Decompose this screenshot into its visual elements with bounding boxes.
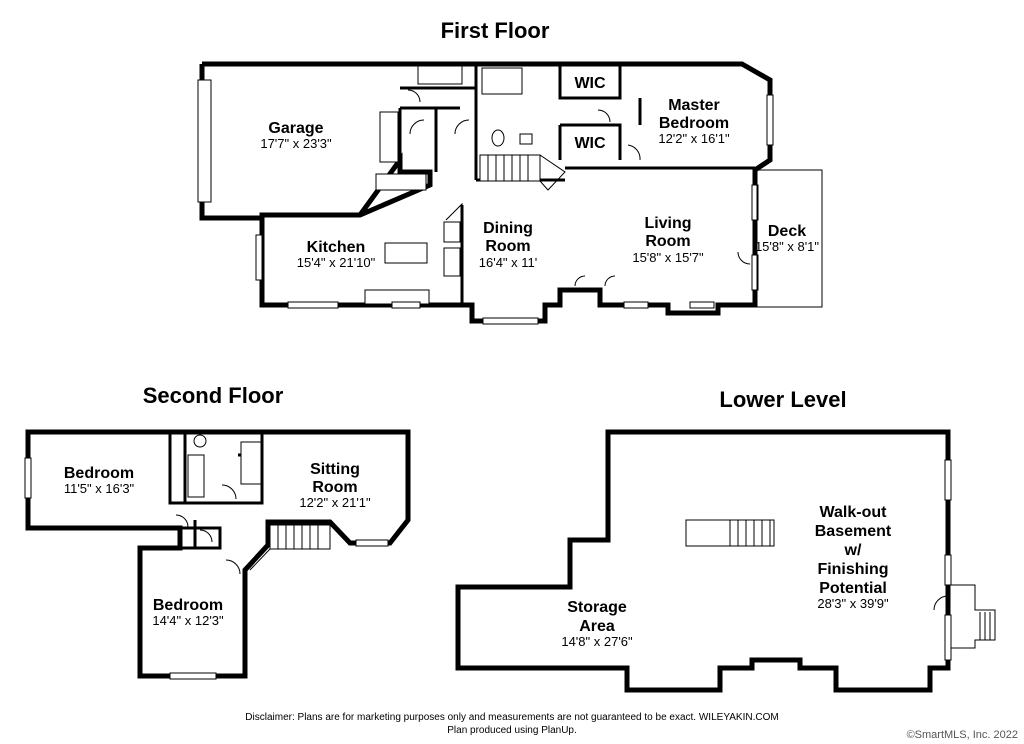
first-floor-shower (481, 67, 523, 95)
second-floor-toilet (193, 434, 207, 448)
second-floor-vanity (187, 454, 205, 498)
sitting-room-dim: 12'2" x 21'1" (299, 495, 371, 510)
deck-label: Deck (768, 223, 806, 240)
second-floor-windows (24, 457, 389, 680)
lower-level: Lower Level Walk-out Basement w/ Finishi… (455, 387, 996, 693)
basement-label-1: Walk-out (820, 504, 888, 521)
first-floor-laundry-counter (375, 173, 427, 191)
disclaimer: Disclaimer: Plans are for marketing purp… (0, 711, 1024, 737)
basement-dim: 28'3" x 39'9" (817, 596, 889, 611)
sitting-room-label-2: Room (312, 479, 357, 496)
first-floor-vanity (379, 111, 399, 163)
bedroom-2-dim: 14'4" x 12'3" (152, 613, 224, 628)
kitchen-label: Kitchen (307, 239, 366, 256)
deck-dim: 15'8" x 8'1" (755, 239, 819, 254)
wic-label-1: WIC (574, 75, 606, 92)
dining-room-dim: 16'4" x 11' (479, 255, 538, 270)
bedroom-2-label: Bedroom (153, 597, 223, 614)
master-bedroom-label-2: Bedroom (659, 115, 729, 132)
door-swing (933, 595, 949, 611)
first-floor: First Floor (197, 18, 823, 325)
basement-label-2: Basement (815, 523, 892, 540)
second-floor-tub (240, 441, 262, 485)
kitchen-range (443, 247, 461, 277)
second-floor-stairs (249, 524, 331, 571)
storage-area-dim: 14'8" x 27'6" (561, 634, 633, 649)
storage-area-label-1: Storage (567, 599, 627, 616)
kitchen-dim: 15'4" x 21'10" (297, 255, 376, 270)
lower-level-exterior-steps (950, 584, 996, 649)
lower-level-outer-wall (455, 429, 951, 693)
second-floor-title: Second Floor (143, 383, 284, 408)
door-swing (407, 89, 751, 287)
garage-label: Garage (268, 120, 323, 137)
master-bedroom-dim: 12'2" x 16'1" (658, 131, 730, 146)
dining-room-label-1: Dining (483, 220, 533, 237)
wic-label-2: WIC (574, 135, 606, 152)
bedroom-1-dim: 11'5" x 16'3" (64, 481, 135, 496)
first-floor-toilet (491, 129, 505, 147)
garage-dim: 17'7" x 23'3" (260, 136, 332, 151)
basement-label-3: w/ (844, 542, 862, 559)
disclaimer-line-1: Disclaimer: Plans are for marketing purp… (245, 712, 779, 723)
sitting-room-label-1: Sitting (310, 461, 360, 478)
first-floor-windows (255, 94, 774, 325)
living-room-label-1: Living (644, 215, 691, 232)
kitchen-fridge (443, 221, 461, 243)
pantry-wall (445, 202, 463, 221)
master-bedroom-label-1: Master (668, 97, 720, 114)
dining-room-label-2: Room (485, 238, 530, 255)
first-floor-sink (519, 133, 533, 145)
kitchen-island (384, 242, 428, 264)
lower-level-stairs (685, 519, 775, 547)
first-floor-washer-dryer (417, 65, 463, 85)
lower-level-title: Lower Level (719, 387, 846, 412)
deck-outline (756, 169, 823, 308)
storage-area-label-2: Area (579, 618, 615, 635)
second-floor-outer-wall (25, 429, 411, 679)
door-swing (175, 484, 241, 575)
basement-label-4: Finishing (817, 561, 888, 578)
lower-level-windows (944, 459, 952, 661)
first-floor-stairs (479, 154, 566, 191)
basement-label-5: Potential (819, 580, 887, 597)
first-floor-title: First Floor (441, 18, 550, 43)
garage-door (197, 79, 212, 203)
bedroom-1-label: Bedroom (64, 465, 134, 482)
copyright-notice: ©SmartMLS, Inc. 2022 (906, 729, 1018, 741)
living-room-label-2: Room (645, 233, 690, 250)
living-room-dim: 15'8" x 15'7" (632, 250, 704, 265)
second-floor: Second Floor Bedroom 11'5" x 16'3" Sitti… (24, 383, 411, 680)
disclaimer-line-2: Plan produced using PlanUp. (447, 725, 577, 736)
